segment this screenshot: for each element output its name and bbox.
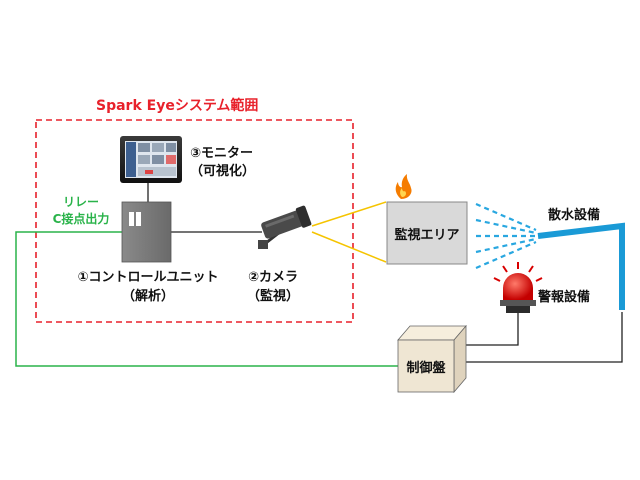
alarm-label: 警報設備: [538, 290, 591, 305]
control-panel-label: 制御盤: [406, 361, 446, 376]
control-unit-label: ①コントロールユニット （解析）: [56, 268, 240, 306]
fire-icon: [395, 174, 412, 199]
monitor-label-line1: ③モニター: [190, 146, 254, 161]
relay-label: リレー C接点出力: [42, 194, 120, 228]
monitoring-area-label: 監視エリア: [394, 228, 460, 243]
relay-label-line2: C接点出力: [52, 212, 110, 226]
control-unit-label-line1: ①コントロールユニット: [77, 270, 219, 285]
camera-icon: [258, 205, 312, 249]
sprinkler-pipe: [537, 222, 625, 310]
control-unit-label-line2: （解析）: [121, 289, 174, 304]
monitor-label: ③モニター （可視化）: [190, 145, 255, 181]
camera-view-cone-bottom: [311, 231, 387, 263]
monitoring-area-box: [386, 201, 468, 265]
panel-sprinkler-wire: [466, 312, 623, 363]
rotating-alarm-light-icon: [493, 262, 543, 313]
camera-view-cone-top: [311, 201, 387, 227]
sprinkler-label: 散水設備: [548, 208, 601, 223]
control-unit-icon: [121, 201, 172, 263]
camera-label: ②カメラ （監視）: [236, 268, 310, 306]
control-panel-icon: [397, 324, 467, 394]
water-spray: [475, 202, 537, 270]
camera-label-line1: ②カメラ: [247, 270, 298, 285]
system-scope-title: Spark Eyeシステム範囲: [96, 98, 259, 114]
relay-label-line1: リレー: [62, 195, 99, 209]
panel-alarm-wire: [466, 313, 519, 346]
monitor-label-line2: （可視化）: [190, 164, 256, 179]
camera-label-line2: （監視）: [246, 289, 299, 304]
relay-wire: [15, 231, 398, 367]
monitor-icon: [120, 136, 182, 183]
